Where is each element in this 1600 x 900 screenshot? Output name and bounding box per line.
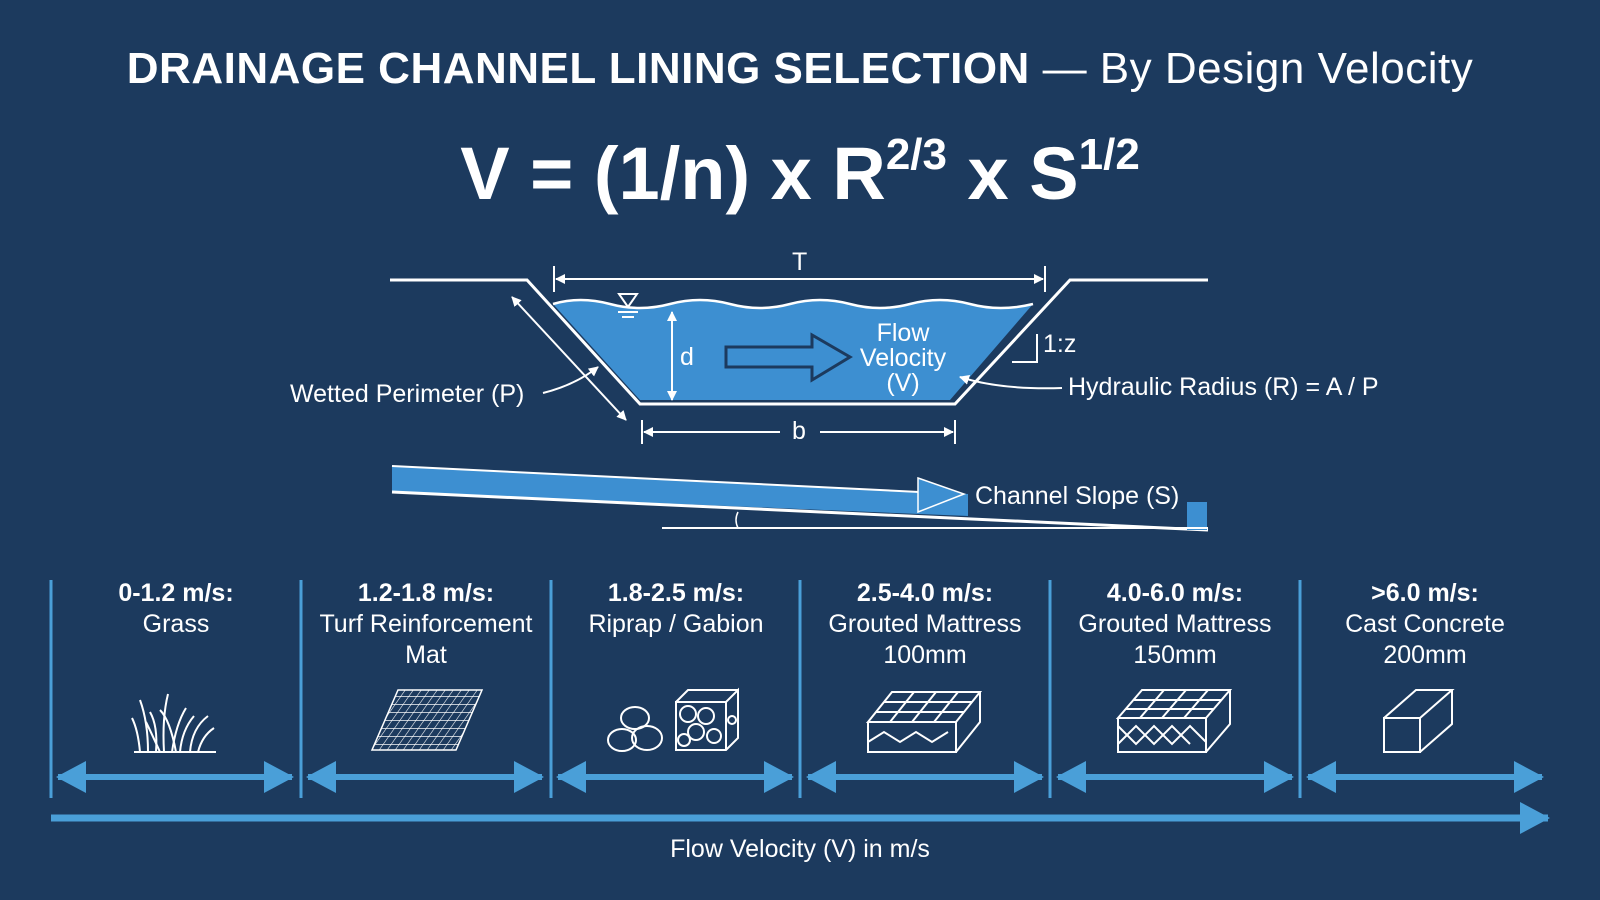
lining-column-concrete: >6.0 m/s: Cast Concrete 200mm [1300, 578, 1550, 671]
hydraulic-radius-leader [959, 375, 1063, 390]
wetted-perimeter-label: Wetted Perimeter (P) [290, 380, 525, 408]
lining-name: Cast Concrete 200mm [1345, 610, 1505, 669]
manning-formula: V = (1/n) x R2/3 x S1/2 [0, 130, 1600, 216]
lining-column-grouted-100: 2.5-4.0 m/s: Grouted Mattress 100mm [800, 578, 1050, 671]
lining-range: 1.8-2.5 m/s: [607, 579, 745, 607]
lining-name: Grass [142, 610, 210, 638]
lining-column-grouted-150: 4.0-6.0 m/s: Grouted Mattress 150mm [1050, 578, 1300, 671]
mesh-mat-icon [370, 689, 484, 751]
lining-name: Grouted Mattress 100mm [828, 610, 1022, 669]
lining-range: 1.2-1.8 m/s: [357, 579, 495, 607]
side-slope-label: 1:z [1043, 330, 1077, 358]
slope-water [392, 466, 968, 516]
lining-column-trm: 1.2-1.8 m/s: Turf Reinforcement Mat [301, 578, 551, 671]
title-main: DRAINAGE CHANNEL LINING SELECTION [126, 44, 1030, 93]
page-title: DRAINAGE CHANNEL LINING SELECTION — By D… [0, 44, 1600, 94]
slope-outlet [1187, 502, 1207, 530]
formula-mid: x S [946, 132, 1079, 215]
channel-cross-section [390, 266, 1208, 444]
formula-exponent-r: 2/3 [885, 130, 947, 179]
formula-exponent-s: 1/2 [1078, 130, 1140, 179]
depth-label: d [680, 343, 694, 371]
title-subtitle: — By Design Velocity [1042, 44, 1474, 93]
lining-name: Grouted Mattress 150mm [1078, 610, 1272, 669]
slope-angle-arc [735, 511, 739, 529]
lining-name: Turf Reinforcement Mat [319, 610, 533, 669]
water-body [553, 300, 1033, 400]
rocks-gabion-icon [607, 687, 739, 752]
lining-range: 2.5-4.0 m/s: [856, 579, 994, 607]
wetted-perimeter-dimension [511, 296, 627, 421]
channel-slope-diagram [391, 465, 1209, 532]
lining-range: >6.0 m/s: [1371, 579, 1479, 607]
slope-arrow-icon [917, 476, 967, 514]
concrete-block-icon [1383, 689, 1455, 753]
hydraulic-radius-label: Hydraulic Radius (R) = A / P [1068, 373, 1379, 401]
lining-column-riprap: 1.8-2.5 m/s: Riprap / Gabion [551, 578, 801, 640]
lining-name: Riprap / Gabion [588, 610, 764, 638]
lining-range: 0-1.2 m/s: [118, 579, 234, 607]
column-dividers [49, 580, 1302, 798]
velocity-axis-label: Flow Velocity (V) in m/s [670, 835, 930, 863]
lining-column-grass: 0-1.2 m/s: Grass [51, 578, 301, 640]
flow-velocity-label: Flow Velocity (V) [859, 319, 947, 397]
flow-arrow-icon [724, 332, 853, 383]
channel-slope-label: Channel Slope (S) [975, 482, 1180, 510]
grass-icon [131, 693, 216, 753]
formula-base: V = (1/n) x R [460, 132, 886, 215]
lining-range: 4.0-6.0 m/s: [1106, 579, 1244, 607]
grouted-mattress-icon [865, 691, 983, 753]
wetted-perimeter-leader [542, 366, 599, 394]
top-width-label: T [792, 248, 808, 276]
side-slope-marker [1012, 334, 1038, 363]
channel-outline [390, 278, 1208, 406]
grouted-mattress-thick-icon [1115, 689, 1233, 753]
bottom-width-label: b [792, 417, 806, 445]
